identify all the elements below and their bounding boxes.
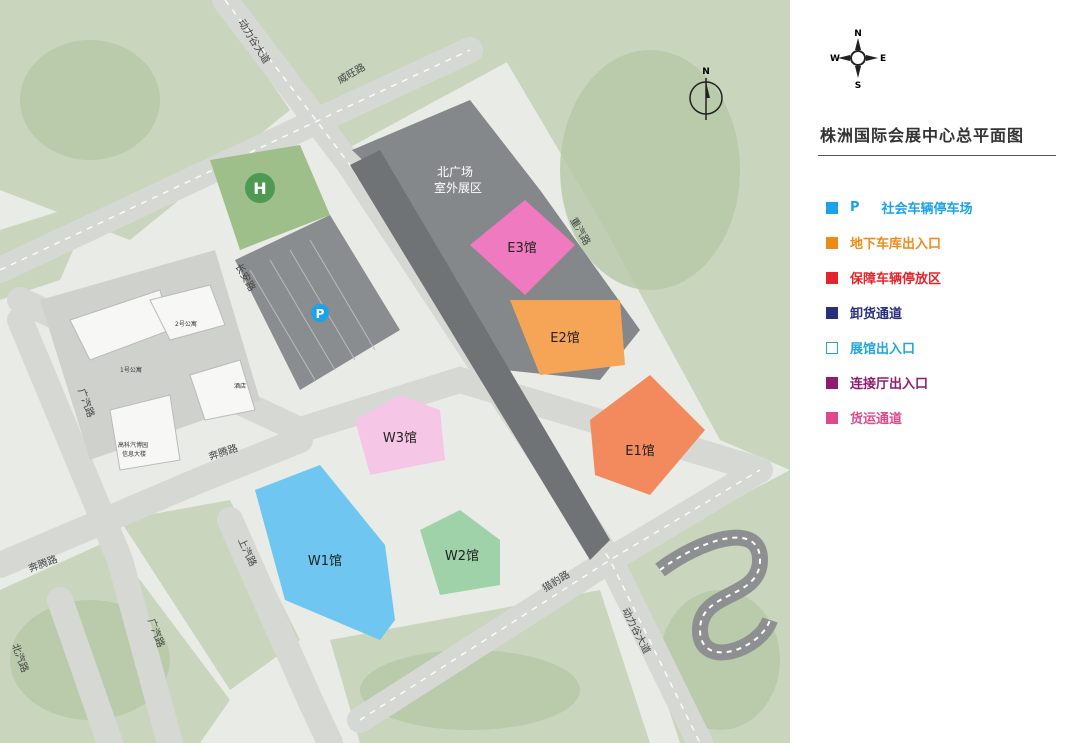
svg-text:N: N bbox=[702, 67, 710, 77]
hall-w3[interactable] bbox=[355, 395, 445, 475]
legend-item: 卸货通道 bbox=[826, 295, 973, 330]
legend-item-label: 货运通道 bbox=[850, 412, 903, 427]
title-divider bbox=[818, 155, 1056, 156]
svg-text:E: E bbox=[880, 54, 886, 64]
hall-w1[interactable] bbox=[255, 465, 395, 640]
legend-item-label: 展馆出入口 bbox=[850, 342, 916, 357]
connector-entrance-icon bbox=[826, 376, 838, 389]
legend-item: 保障车辆停放区 bbox=[826, 260, 973, 295]
hall-e3-label: E3馆 bbox=[507, 241, 537, 256]
helipad-label: H bbox=[253, 179, 266, 198]
legend-list: P 社会车辆停车场地下车库出入口保障车辆停放区卸货通道展馆出入口连接厅出入口货运通… bbox=[826, 190, 973, 435]
legend-item: 货运通道 bbox=[826, 400, 973, 435]
svg-text:W: W bbox=[830, 54, 840, 64]
underground-garage-icon bbox=[826, 236, 838, 249]
legend-item-label: 卸货通道 bbox=[850, 307, 903, 322]
hall-e2[interactable] bbox=[510, 300, 625, 375]
office-label-1: 高科汽博园 bbox=[118, 441, 148, 449]
legend-item: 地下车库出入口 bbox=[826, 225, 973, 260]
compass-icon: N S W E bbox=[830, 29, 886, 88]
hall-e3[interactable] bbox=[470, 200, 575, 295]
hall-e1[interactable] bbox=[590, 375, 705, 495]
freight-icon bbox=[826, 411, 838, 424]
apartment-2-label: 2号公寓 bbox=[175, 320, 197, 328]
legend-item-label: 保障车辆停放区 bbox=[850, 272, 942, 287]
unloading-icon bbox=[826, 306, 838, 319]
legend-item: 展馆出入口 bbox=[826, 330, 973, 365]
legend-item-label: 社会车辆停车场 bbox=[881, 202, 973, 217]
north-arrow-icon: N bbox=[689, 67, 723, 120]
svg-text:P: P bbox=[316, 307, 325, 321]
legend-item: 连接厅出入口 bbox=[826, 365, 973, 400]
map-title: 株洲国际会展中心总平面图 bbox=[820, 126, 1025, 145]
hall-e2-label: E2馆 bbox=[550, 331, 580, 346]
hall-w1-label: W1馆 bbox=[308, 554, 342, 569]
legend-item-prefix: P bbox=[850, 200, 860, 215]
parking-marker bbox=[311, 304, 329, 322]
svg-text:N: N bbox=[854, 29, 862, 39]
parking-lot bbox=[235, 215, 400, 390]
legend-item-label: 地下车库出入口 bbox=[850, 237, 942, 252]
hall-w2[interactable] bbox=[420, 510, 500, 595]
legend-item-label: 连接厅出入口 bbox=[850, 377, 929, 392]
outdoor-exhibition-label: 室外展区 bbox=[434, 180, 482, 195]
north-plaza-label: 北广场 bbox=[437, 165, 473, 179]
apartment-1-label: 1号公寓 bbox=[120, 366, 142, 374]
service-vehicle-icon bbox=[826, 271, 838, 284]
hall-entrance-icon bbox=[826, 341, 838, 354]
legend-item: P 社会车辆停车场 bbox=[826, 190, 973, 225]
legend-panel: N S W E 株洲国际会展中心总平面图 P 社会车辆停车场地下车库出入口保障车辆… bbox=[790, 0, 1080, 743]
hotel-label: 酒店 bbox=[234, 382, 246, 390]
site-map: H 1号公寓 2号公寓 酒店 高科汽博园 信息大楼 E3馆 E2馆 E1馆 W3… bbox=[0, 0, 790, 743]
hall-w2-label: W2馆 bbox=[445, 549, 479, 564]
office-label-2: 信息大楼 bbox=[122, 450, 146, 458]
hall-w3-label: W3馆 bbox=[383, 431, 417, 446]
parking-icon bbox=[826, 201, 838, 214]
svg-text:S: S bbox=[855, 81, 861, 88]
hall-e1-label: E1馆 bbox=[625, 444, 655, 459]
